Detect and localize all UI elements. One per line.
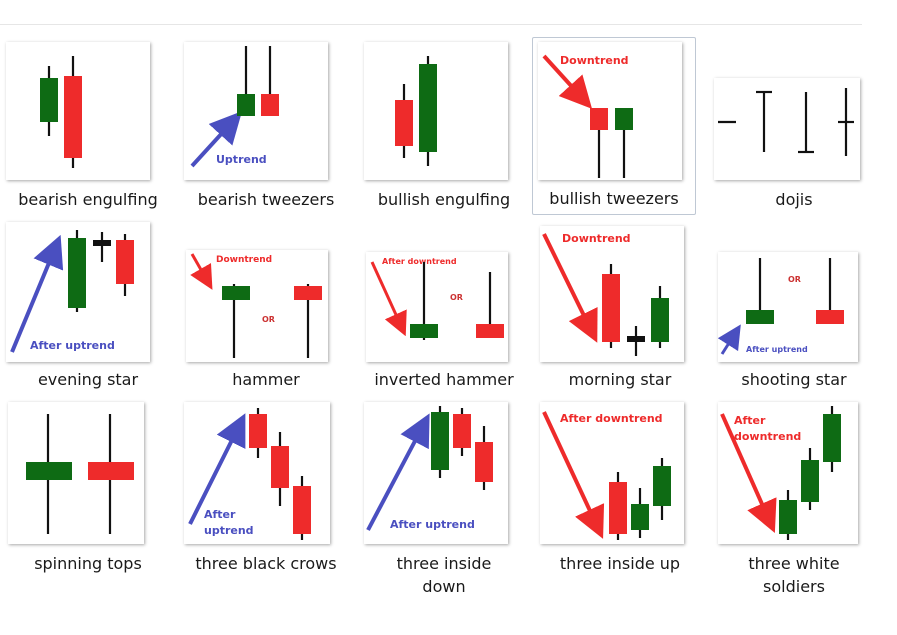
thumbnail-spinning-tops xyxy=(8,402,144,544)
label-bearish-engulfing: bearish engulfing xyxy=(18,190,158,209)
label-hammer: hammer xyxy=(232,370,300,389)
thumbnail-dojis xyxy=(714,78,860,180)
label-dojis: dojis xyxy=(775,190,813,209)
thumbnail-hammer: Downtrend OR xyxy=(186,250,328,362)
thumbnail-three-inside-up: After downtrend xyxy=(540,402,684,544)
annotation-downtrend: downtrend xyxy=(734,430,801,443)
annotation-downtrend: Downtrend xyxy=(562,232,631,245)
tile-bullish-tweezers[interactable]: Downtrend bullish tweezers xyxy=(532,37,696,215)
annotation-after-uptrend: After uptrend xyxy=(30,339,115,352)
annotation-after: After xyxy=(734,414,766,427)
thumbnail-bullish-engulfing xyxy=(364,42,508,180)
label-line-2: soldiers xyxy=(763,577,825,596)
top-divider xyxy=(0,24,862,25)
tile-hammer[interactable]: Downtrend OR hammer xyxy=(178,222,354,392)
thumbnail-morning-star: Downtrend xyxy=(540,226,684,362)
tile-spinning-tops[interactable]: spinning tops xyxy=(0,402,176,602)
tile-three-inside-up[interactable]: After downtrend three inside up xyxy=(532,402,708,602)
annotation-or: OR xyxy=(262,315,275,324)
tile-three-white-soldiers[interactable]: After downtrend three white soldiers xyxy=(706,402,882,602)
label-line-2: down xyxy=(422,577,466,596)
tile-bearish-tweezers[interactable]: Uptrend bearish tweezers xyxy=(178,38,354,218)
label-bullish-engulfing: bullish engulfing xyxy=(377,190,511,209)
label-three-inside-down: three inside down xyxy=(356,552,532,598)
thumbnail-three-white-soldiers: After downtrend xyxy=(718,402,858,544)
tile-dojis[interactable]: dojis xyxy=(706,38,882,218)
label-three-black-crows: three black crows xyxy=(195,554,337,573)
annotation-or: OR xyxy=(450,293,463,302)
thumbnail-shooting-star: After uptrend OR xyxy=(718,252,858,362)
label-spinning-tops: spinning tops xyxy=(34,554,142,573)
tile-morning-star[interactable]: Downtrend morning star xyxy=(532,222,708,392)
thumbnail-bearish-tweezers: Uptrend xyxy=(184,42,328,180)
thumbnail-bearish-engulfing xyxy=(6,42,150,180)
label-inverted-hammer: inverted hammer xyxy=(374,370,514,389)
annotation-downtrend: Downtrend xyxy=(560,54,629,67)
thumbnail-three-inside-down: After uptrend xyxy=(364,402,508,544)
tile-three-inside-down[interactable]: After uptrend three inside down xyxy=(356,402,532,602)
annotation-or: OR xyxy=(788,275,801,284)
thumbnail-bullish-tweezers: Downtrend xyxy=(538,42,682,180)
label-bullish-tweezers: bullish tweezers xyxy=(549,189,679,208)
annotation-after-uptrend: After uptrend xyxy=(746,345,808,354)
thumbnail-inverted-hammer: After downtrend OR xyxy=(366,252,508,362)
annotation-after-uptrend: After uptrend xyxy=(390,518,475,531)
tile-bullish-engulfing[interactable]: bullish engulfing xyxy=(356,38,532,218)
annotation-uptrend: uptrend xyxy=(204,524,254,537)
label-three-inside-up: three inside up xyxy=(559,554,681,573)
label-morning-star: morning star xyxy=(568,370,672,389)
label-shooting-star: shooting star xyxy=(741,370,847,389)
label-bearish-tweezers: bearish tweezers xyxy=(197,190,335,209)
label-three-white-soldiers: three white soldiers xyxy=(706,552,882,598)
annotation-downtrend: Downtrend xyxy=(216,255,272,265)
annotation-after-downtrend: After downtrend xyxy=(560,412,663,425)
tile-inverted-hammer[interactable]: After downtrend OR inverted hammer xyxy=(356,222,532,392)
tile-shooting-star[interactable]: After uptrend OR shooting star xyxy=(706,222,882,392)
label-evening-star: evening star xyxy=(37,370,139,389)
tile-bearish-engulfing[interactable]: bearish engulfing xyxy=(0,38,176,218)
tile-evening-star[interactable]: After uptrend evening star xyxy=(0,222,176,392)
annotation-after: After xyxy=(204,508,236,521)
annotation-uptrend: Uptrend xyxy=(216,153,267,166)
label-line-1: three inside xyxy=(396,554,492,573)
tile-three-black-crows[interactable]: After uptrend three black crows xyxy=(178,402,354,602)
thumbnail-three-black-crows: After uptrend xyxy=(184,402,330,544)
annotation-after-downtrend: After downtrend xyxy=(382,257,457,266)
thumbnail-evening-star: After uptrend xyxy=(6,222,150,362)
label-line-1: three white xyxy=(748,554,840,573)
